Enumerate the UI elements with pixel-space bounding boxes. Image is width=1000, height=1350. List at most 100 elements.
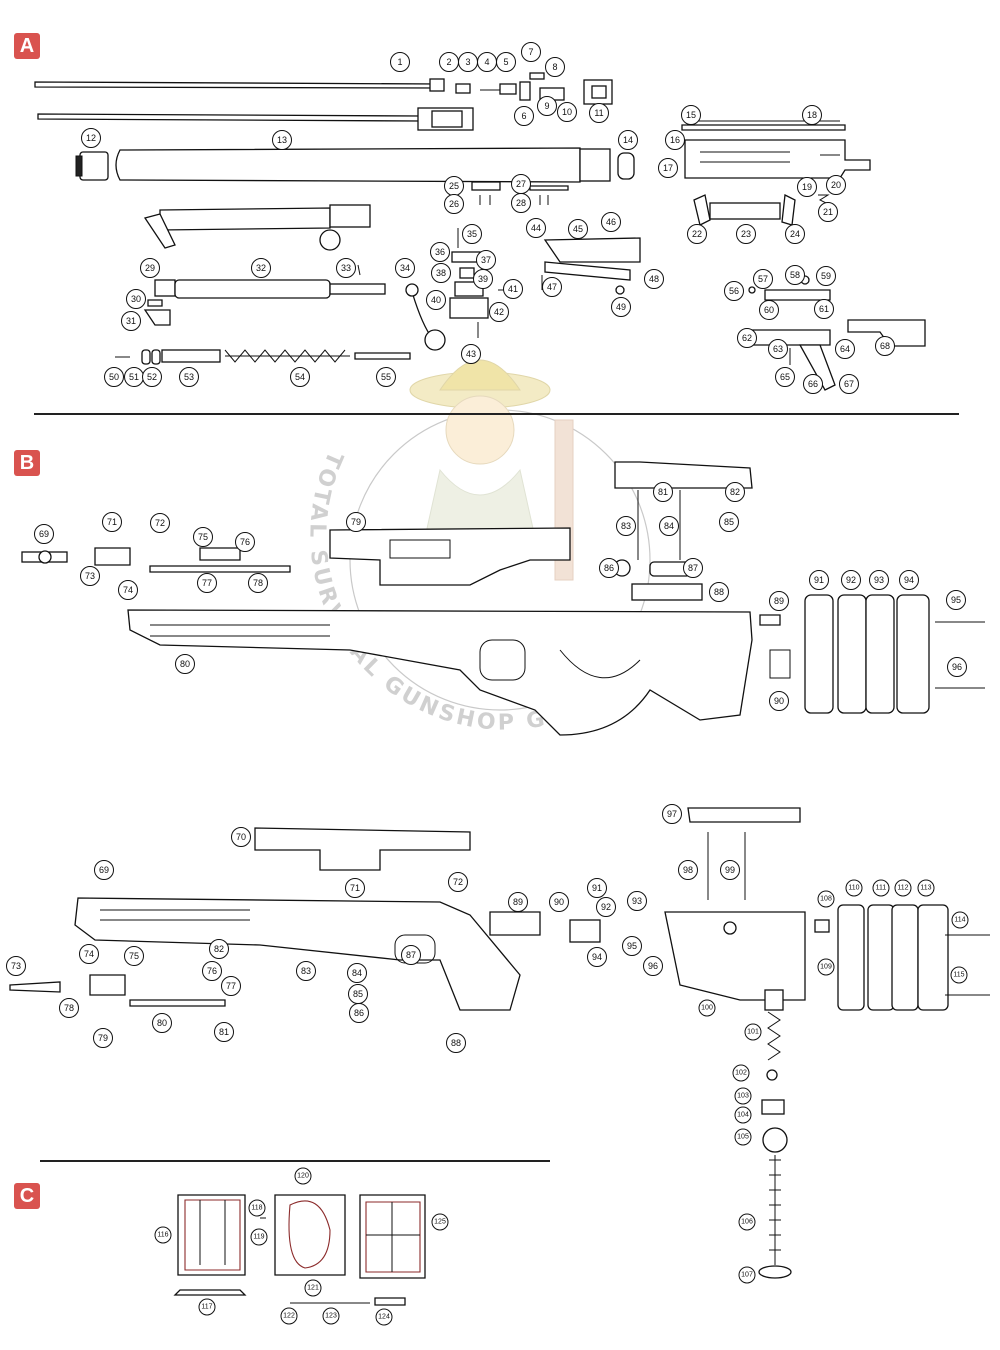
part-label: 93	[627, 891, 647, 911]
part-label: 69	[94, 860, 114, 880]
part-label: 76	[235, 532, 255, 552]
part-label: 19	[797, 177, 817, 197]
part-label: 97	[662, 804, 682, 824]
section-b-upper-parts	[21, 461, 985, 736]
part-label: 79	[93, 1028, 113, 1048]
part-label: 23	[736, 224, 756, 244]
part-label: 38	[431, 263, 451, 283]
part-label: 64	[835, 339, 855, 359]
part-label: 96	[643, 956, 663, 976]
part-label: 55	[376, 367, 396, 387]
part-label: 62	[737, 328, 757, 348]
part-label: 95	[622, 936, 642, 956]
part-label: 86	[349, 1003, 369, 1023]
part-label: 54	[290, 367, 310, 387]
part-label: 3	[458, 52, 478, 72]
part-label: 100	[698, 999, 716, 1017]
part-label: 103	[734, 1087, 752, 1105]
part-label: 15	[681, 105, 701, 125]
part-label: 53	[179, 367, 199, 387]
part-label: 60	[759, 300, 779, 320]
part-label: 50	[104, 367, 124, 387]
part-label: 46	[601, 212, 621, 232]
part-label: 77	[197, 573, 217, 593]
part-label: 74	[79, 944, 99, 964]
part-label: 116	[154, 1226, 172, 1244]
part-label: 122	[280, 1307, 298, 1325]
part-label: 84	[347, 963, 367, 983]
part-label: 115	[950, 966, 968, 984]
part-label: 118	[248, 1199, 266, 1217]
part-label: 9	[537, 96, 557, 116]
part-label: 109	[817, 958, 835, 976]
part-label: 29	[140, 258, 160, 278]
part-label: 101	[744, 1023, 762, 1041]
part-label: 25	[444, 176, 464, 196]
part-label: 21	[818, 202, 838, 222]
part-label: 78	[59, 998, 79, 1018]
part-label: 31	[121, 311, 141, 331]
part-label: 94	[587, 947, 607, 967]
part-label: 41	[503, 279, 523, 299]
part-label: 108	[817, 890, 835, 908]
part-label: 57	[753, 269, 773, 289]
part-label: 90	[549, 892, 569, 912]
part-label: 72	[448, 872, 468, 892]
part-label: 2	[439, 52, 459, 72]
part-label: 77	[221, 976, 241, 996]
part-label: 89	[508, 892, 528, 912]
part-label: 91	[587, 878, 607, 898]
part-label: 14	[618, 130, 638, 150]
part-label: 27	[511, 174, 531, 194]
part-label: 74	[118, 580, 138, 600]
part-label: 28	[511, 193, 531, 213]
part-label: 111	[872, 879, 890, 897]
section-a-badge: A	[14, 33, 40, 59]
part-label: 58	[785, 265, 805, 285]
part-label: 51	[124, 367, 144, 387]
part-label: 33	[336, 258, 356, 278]
section-a-parts	[34, 72, 926, 391]
part-label: 18	[802, 105, 822, 125]
part-label: 114	[951, 911, 969, 929]
part-label: 82	[209, 939, 229, 959]
part-label: 75	[193, 527, 213, 547]
part-label: 123	[322, 1307, 340, 1325]
part-label: 8	[545, 57, 565, 77]
part-label: 63	[768, 339, 788, 359]
section-b-badge: B	[14, 450, 40, 476]
part-label: 73	[80, 566, 100, 586]
part-label: 52	[142, 367, 162, 387]
part-label: 40	[426, 290, 446, 310]
part-label: 5	[496, 52, 516, 72]
part-label: 120	[294, 1167, 312, 1185]
part-label: 43	[461, 344, 481, 364]
part-label: 17	[658, 158, 678, 178]
part-label: 117	[198, 1298, 216, 1316]
part-label: 102	[732, 1064, 750, 1082]
part-label: 88	[446, 1033, 466, 1053]
part-label: 4	[477, 52, 497, 72]
part-label: 30	[126, 289, 146, 309]
part-label: 106	[738, 1213, 756, 1231]
part-label: 85	[348, 984, 368, 1004]
section-c-magazine-parts	[173, 1194, 426, 1306]
part-label: 78	[248, 573, 268, 593]
part-label: 66	[803, 374, 823, 394]
part-label: 65	[775, 367, 795, 387]
part-label: 48	[644, 269, 664, 289]
part-label: 80	[175, 654, 195, 674]
part-label: 56	[724, 281, 744, 301]
part-label: 88	[709, 582, 729, 602]
section-b-lower-parts	[9, 807, 990, 1279]
part-label: 112	[894, 879, 912, 897]
part-label: 42	[489, 302, 509, 322]
part-label: 80	[152, 1013, 172, 1033]
part-label: 39	[473, 269, 493, 289]
part-label: 83	[616, 516, 636, 536]
part-label: 26	[444, 194, 464, 214]
part-label: 32	[251, 258, 271, 278]
part-label: 22	[687, 224, 707, 244]
section-c-badge: C	[14, 1183, 40, 1209]
